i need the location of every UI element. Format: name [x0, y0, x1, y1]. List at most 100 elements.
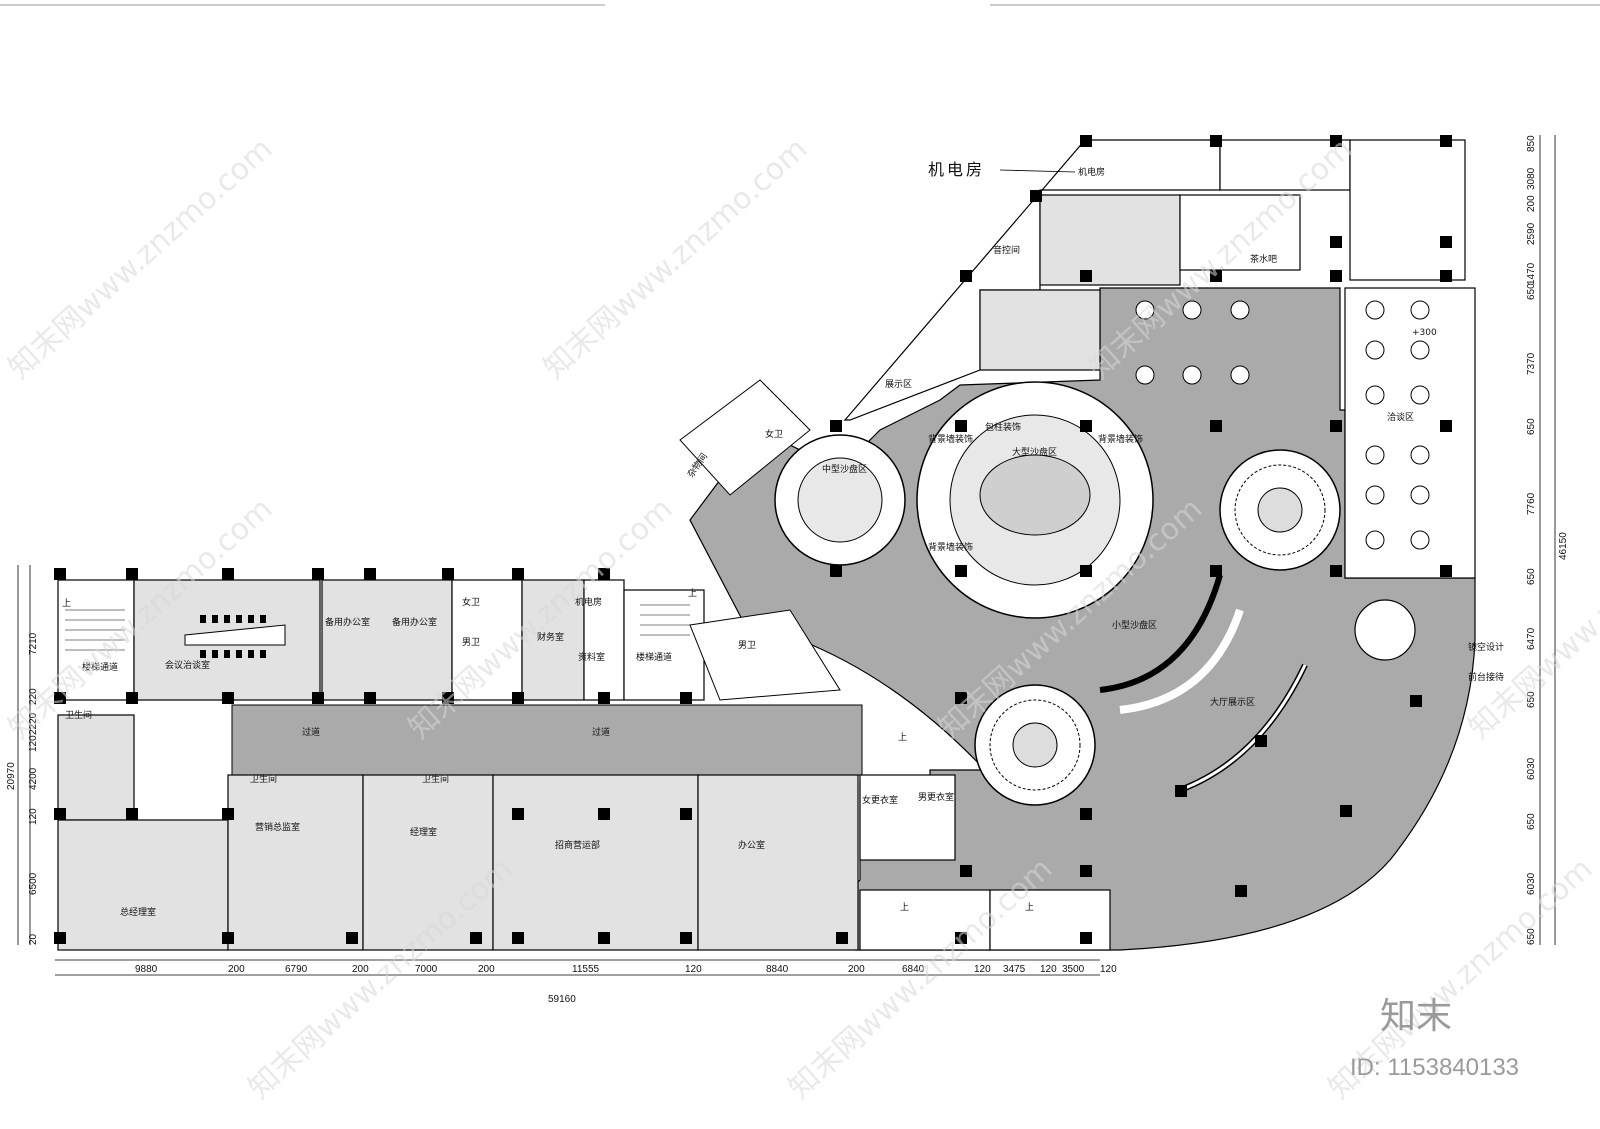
label-mirror: 镜空设计	[1468, 641, 1504, 653]
upper-block	[843, 139, 1476, 579]
dim-r9: 650	[1526, 568, 1537, 585]
stairs	[65, 604, 690, 651]
dimension-lines	[17, 135, 1556, 976]
dim-r15: 650	[1526, 928, 1537, 945]
dim-b4: 7000	[415, 964, 438, 975]
label-mid-sand: 中型沙盘区	[822, 463, 867, 475]
label-up-a: 上	[62, 598, 71, 609]
dim-l7: 20	[28, 933, 39, 945]
label-sales-ops: 招商营运部	[555, 839, 600, 851]
svg-text:知末网www.znzmo.com: 知末网www.znzmo.com	[537, 131, 814, 386]
corridor	[231, 704, 863, 776]
columns	[54, 135, 1452, 944]
dim-b1: 200	[228, 964, 245, 975]
dim-b12: 3475	[1003, 964, 1026, 975]
label-small-sand: 小型沙盘区	[1112, 619, 1157, 631]
svg-text:知末网www.znzmo.com: 知末网www.znzmo.com	[2, 131, 279, 386]
label-audio: 音控间	[993, 244, 1020, 256]
dim-b5: 200	[478, 964, 495, 975]
label-big-sand: 大型沙盘区	[1012, 446, 1057, 458]
label-women-small: 女卫	[462, 596, 480, 608]
label-toilet-a: 卫生间	[250, 773, 277, 785]
label-finance: 财务室	[537, 631, 564, 643]
label-office-b: 备用办公室	[392, 616, 437, 628]
label-bg-wall-a: 背景墙装饰	[928, 433, 973, 445]
dim-r0: 850	[1526, 135, 1537, 152]
label-display: 展示区	[885, 379, 912, 390]
label-stair-left: 楼梯通道	[82, 661, 118, 673]
round-display-b	[974, 684, 1096, 806]
dim-l5: 120	[28, 808, 39, 825]
id-label: ID: 1153840133	[1350, 1054, 1519, 1081]
label-men-toilet: 男卫	[738, 640, 756, 651]
dim-b15: 120	[1100, 964, 1117, 975]
label-bg-wall-c: 背景墙装饰	[928, 541, 973, 553]
label-women-toilet: 女卫	[765, 428, 783, 440]
label-up-b: 上	[688, 588, 697, 599]
mech-room-label: 机电房	[928, 160, 985, 179]
label-reception: 前台接待	[1468, 671, 1504, 683]
label-up-d: 上	[900, 902, 909, 913]
dim-l2: 2220	[28, 712, 39, 735]
dim-b9: 200	[848, 964, 865, 975]
dim-r4: 1470	[1526, 262, 1537, 285]
label-men-change: 男更衣室	[918, 791, 954, 803]
dim-r14: 6030	[1526, 872, 1537, 895]
dim-r7: 650	[1526, 418, 1537, 435]
dim-b2: 6790	[285, 964, 308, 975]
dim-r3: 2590	[1526, 222, 1537, 245]
label-men-small: 男卫	[462, 637, 480, 648]
label-up-e: 上	[1025, 902, 1034, 913]
dim-total-right: 46150	[1558, 532, 1569, 560]
dim-r11: 650	[1526, 691, 1537, 708]
label-plus300: +300	[1412, 328, 1437, 338]
dim-b3: 200	[352, 964, 369, 975]
label-corridor-right: 过道	[592, 726, 610, 738]
dim-b14: 3500	[1062, 964, 1085, 975]
dim-r6: 7370	[1526, 352, 1537, 375]
label-gm-office: 总经理室	[120, 906, 156, 918]
label-negotiation: 洽谈区	[1387, 411, 1414, 423]
label-office-a: 备用办公室	[325, 616, 370, 628]
label-women-change: 女更衣室	[862, 794, 898, 806]
dim-r13: 650	[1526, 813, 1537, 830]
brand-logo: 知末	[1380, 996, 1452, 1037]
label-office: 办公室	[738, 839, 765, 851]
dim-l0: 7210	[28, 632, 39, 655]
round-display-a	[1219, 449, 1341, 571]
dim-b10: 6840	[902, 964, 925, 975]
label-corridor-left: 过道	[302, 726, 320, 738]
dim-b13: 120	[1040, 964, 1057, 975]
label-data-room: 资料室	[578, 651, 605, 663]
dim-r2: 200	[1526, 195, 1537, 212]
angled-toilets	[679, 379, 841, 701]
label-tea-bar: 茶水吧	[1250, 253, 1277, 265]
label-pillar-deco: 包柱装饰	[985, 421, 1021, 433]
negotiation-tables	[1135, 300, 1430, 550]
label-bg-wall-b: 背景墙装饰	[1098, 433, 1143, 445]
label-toilet-b: 卫生间	[422, 773, 449, 785]
dim-l1: 220	[28, 688, 39, 705]
dim-r5: 650	[1526, 283, 1537, 300]
dim-l3: 120	[28, 735, 39, 752]
label-stair-mid: 楼梯通道	[636, 651, 672, 663]
label-lobby: 大厅展示区	[1210, 696, 1255, 708]
dim-b0: 9880	[135, 964, 158, 975]
dim-b11: 120	[974, 964, 991, 975]
dim-r10: 6470	[1526, 627, 1537, 650]
dim-b6: 11555	[572, 964, 600, 975]
dim-b8: 8840	[766, 964, 789, 975]
label-meeting: 会议治谈室	[165, 659, 210, 671]
dim-b7: 120	[685, 964, 702, 975]
conference-table	[184, 615, 286, 658]
dim-r8: 7760	[1526, 492, 1537, 515]
label-mech-small: 机电房	[1078, 166, 1105, 178]
dim-r12: 6030	[1526, 757, 1537, 780]
label-manager: 经理室	[410, 826, 437, 838]
dim-total-bottom: 59160	[548, 994, 576, 1005]
dim-l6: 6500	[28, 872, 39, 895]
dim-total-left: 20970	[6, 762, 17, 790]
label-marketing: 营销总监室	[255, 821, 300, 833]
label-toilet-small: 卫生间	[65, 709, 92, 721]
